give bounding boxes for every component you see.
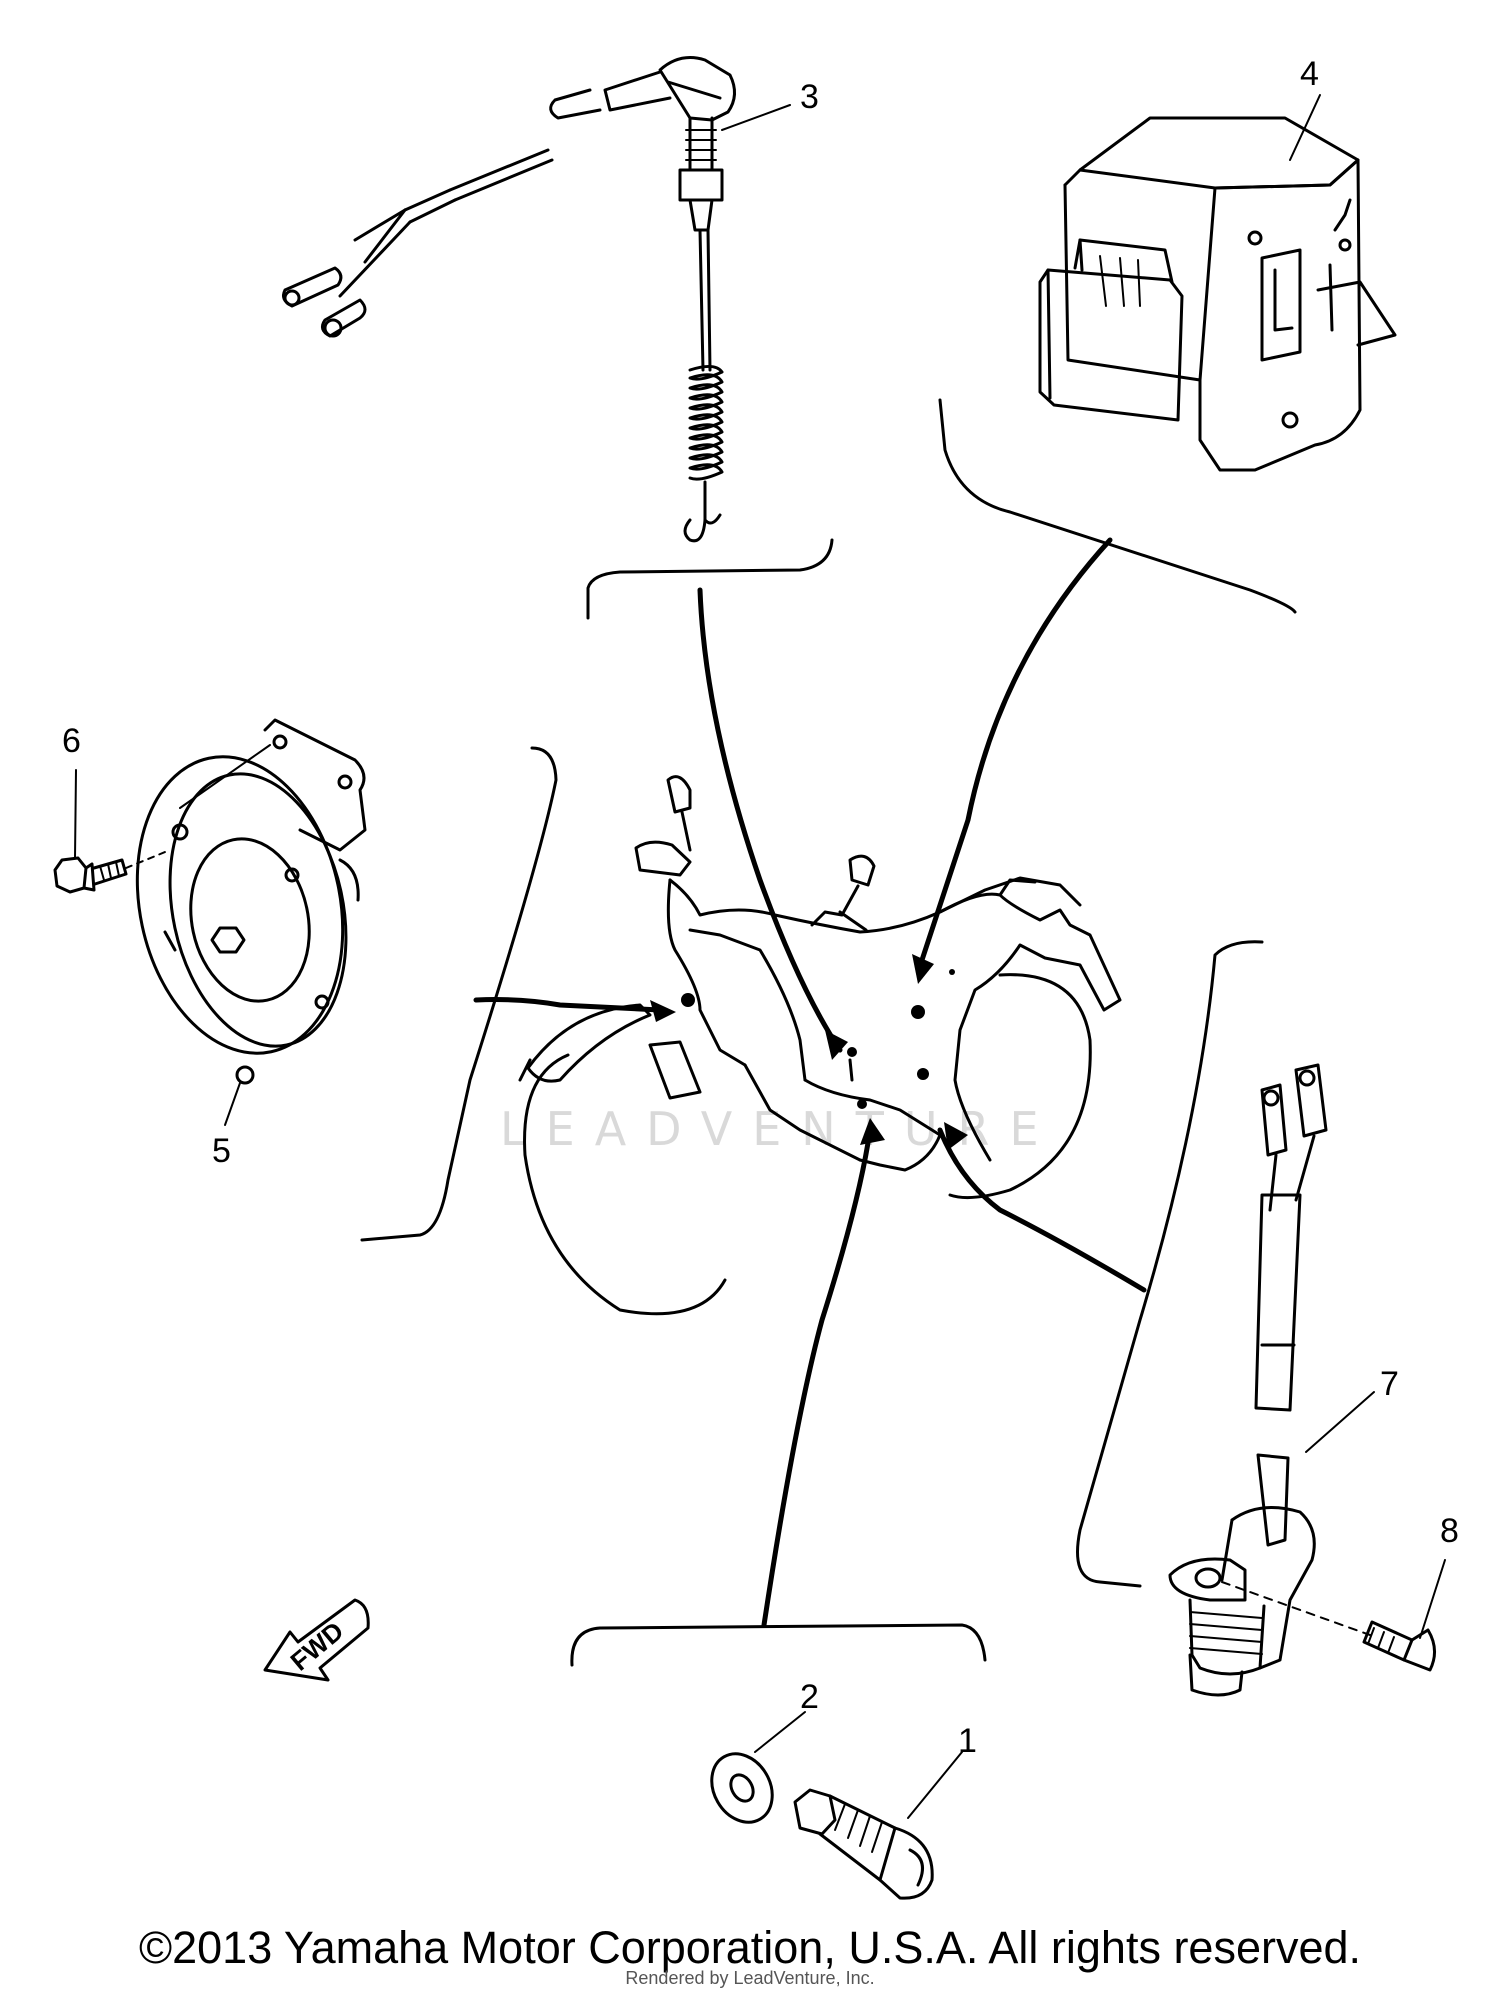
callout-6: 6 [62,722,81,760]
callout-8: 8 [1440,1512,1459,1550]
rendered-by-credit: Rendered by LeadVenture, Inc. [625,1968,875,1988]
callout-5: 5 [212,1132,231,1170]
bracket-part-5 [360,746,558,1242]
callout-3: 3 [800,78,819,116]
callout-4: 4 [1300,55,1319,93]
copyright-notice: ©2013 Yamaha Motor Corporation, U.S.A. A… [138,1922,1362,1973]
bracket-part-3 [586,538,834,620]
part-4-relay-unit: 4 [1038,55,1397,472]
leader-part-1 [761,1127,873,1628]
part-5-horn: 5 [135,718,367,1170]
forward-direction-arrow: FWD [263,1598,370,1682]
fwd-label: FWD [285,1616,350,1677]
leader-part-4 [919,537,1113,963]
callout-2: 2 [800,1678,819,1716]
bracket-part-4 [938,398,1297,614]
leader-part-5 [473,997,663,1013]
part-8-screw: 8 [1221,1512,1459,1672]
motorcycle-outline [518,775,1122,1316]
leader-part-7 [937,1127,1147,1293]
callout-7: 7 [1380,1365,1399,1403]
part-2-washer: 2 [710,1678,819,1824]
bracket-parts-1-2 [570,1623,987,1667]
leader-part-3 [697,587,843,1053]
bracket-part-7 [1076,940,1264,1588]
part-1-sensor: 1 [793,1722,977,1900]
callout-1: 1 [958,1722,977,1760]
part-7-switch: 7 [1168,1063,1399,1697]
part-3-switch-assembly: 3 [282,56,819,543]
part-6-bolt: 6 [53,722,171,894]
watermark-text: LEADVENTURE [500,1102,1059,1156]
